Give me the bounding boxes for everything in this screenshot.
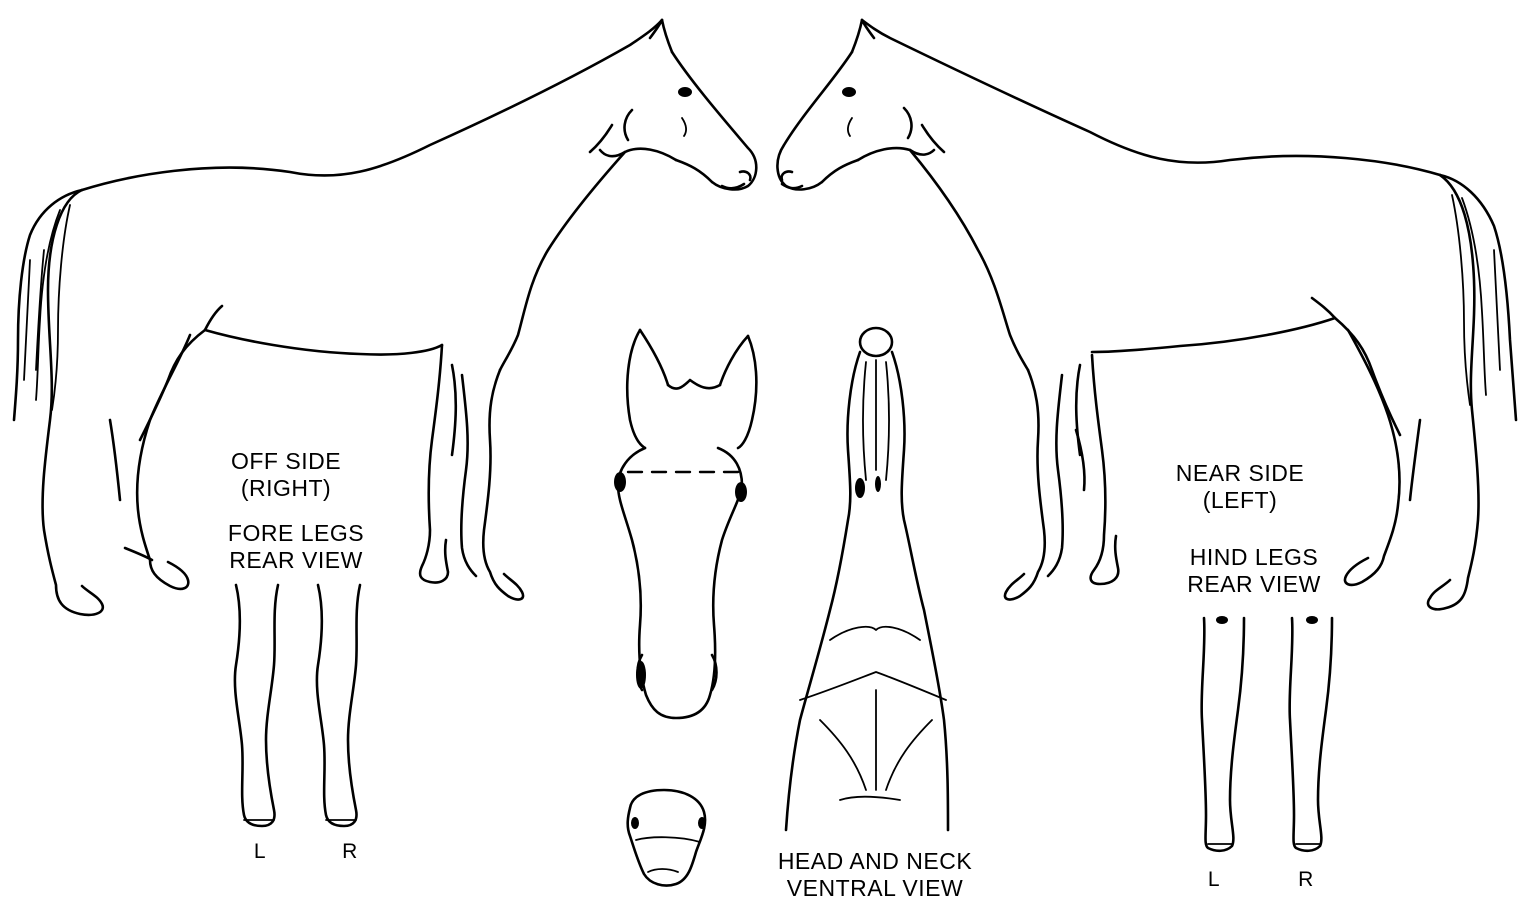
off-side-label: OFF SIDE (RIGHT) [206,448,366,502]
hind-legs-line2: REAR VIEW [1164,571,1344,598]
fore-legs-line1: FORE LEGS [206,520,386,547]
near-side-horse-outline [777,20,1516,609]
fore-legs-rear-view-outline [235,585,360,826]
hind-legs-line1: HIND LEGS [1164,544,1344,571]
fore-left-label: L [250,838,270,865]
near-side-label: NEAR SIDE (LEFT) [1160,460,1320,514]
hind-legs-rear-view-outline [1202,616,1332,851]
hind-left-label: L [1204,866,1224,893]
hind-legs-label: HIND LEGS REAR VIEW [1164,544,1344,598]
near-side-line2: (LEFT) [1160,487,1320,514]
hind-right-label: R [1296,866,1316,893]
near-side-line1: NEAR SIDE [1160,460,1320,487]
head-front-view [614,330,756,718]
head-neck-label: HEAD AND NECK VENTRAL VIEW [760,848,990,902]
fore-legs-label: FORE LEGS REAR VIEW [206,520,386,574]
off-side-line1: OFF SIDE [206,448,366,475]
fore-right-label: R [340,838,360,865]
muzzle-end-view [628,790,706,886]
off-side-line2: (RIGHT) [206,475,366,502]
fore-legs-line2: REAR VIEW [206,547,386,574]
head-neck-ventral-outline [786,328,948,830]
head-neck-line1: HEAD AND NECK [760,848,990,875]
head-neck-line2: VENTRAL VIEW [760,875,990,902]
